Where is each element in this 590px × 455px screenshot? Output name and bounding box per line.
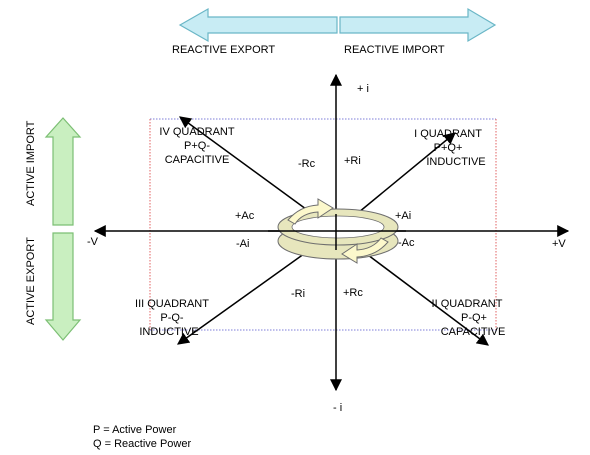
- label-minus-ri: -Ri: [291, 288, 305, 300]
- quadrant-ii-label: II QUADRANT P-Q+ CAPACITIVE: [432, 298, 506, 338]
- active-import-arrow: [44, 117, 82, 226]
- svg-text:P-Q+: P-Q+: [461, 312, 487, 324]
- label-plus-ri: +Ri: [344, 155, 361, 167]
- reactive-import-arrow: [339, 7, 497, 43]
- axis-label-pos-i: + i: [357, 83, 369, 95]
- axis-label-pos-v: +V: [552, 238, 566, 250]
- label-plus-rc: +Rc: [343, 287, 363, 299]
- legend-reactive-power: Q = Reactive Power: [93, 438, 192, 450]
- ring-arrow-upper-icon: [287, 198, 334, 225]
- axis-label-neg-v: -V: [87, 236, 99, 248]
- svg-text:CAPACITIVE: CAPACITIVE: [441, 326, 506, 338]
- label-minus-rc: -Rc: [298, 158, 316, 170]
- svg-text:I QUADRANT: I QUADRANT: [414, 128, 482, 140]
- svg-text:IV QUADRANT: IV QUADRANT: [159, 126, 234, 138]
- label-plus-ai: +Ai: [395, 210, 411, 222]
- label-minus-ac: -Ac: [398, 237, 415, 249]
- svg-text:CAPACITIVE: CAPACITIVE: [165, 154, 230, 166]
- legend-active-power: P = Active Power: [93, 424, 177, 436]
- quadrant-i-label: I QUADRANT P+Q+ INDUCTIVE: [414, 128, 486, 168]
- active-import-label: ACTIVE IMPORT: [25, 120, 37, 206]
- active-export-arrow: [44, 232, 82, 341]
- svg-text:III QUADRANT: III QUADRANT: [135, 298, 209, 310]
- svg-text:P+Q+: P+Q+: [434, 142, 463, 154]
- svg-text:INDUCTIVE: INDUCTIVE: [139, 326, 198, 338]
- quadrant-iii-label: III QUADRANT P-Q- INDUCTIVE: [135, 298, 209, 338]
- reactive-import-label: REACTIVE IMPORT: [344, 44, 445, 56]
- label-minus-ai: -Ai: [236, 238, 249, 250]
- quadrant-iv-label: IV QUADRANT P+Q- CAPACITIVE: [159, 126, 234, 166]
- svg-text:II QUADRANT: II QUADRANT: [432, 298, 503, 310]
- svg-text:P-Q-: P-Q-: [160, 312, 184, 324]
- label-plus-ac: +Ac: [235, 210, 255, 222]
- quadrant-guide-lines: [149, 118, 497, 331]
- axis-label-neg-i: - i: [333, 402, 342, 414]
- svg-text:P+Q-: P+Q-: [184, 140, 210, 152]
- svg-text:INDUCTIVE: INDUCTIVE: [426, 156, 485, 168]
- ring-arrow-lower-icon: [341, 237, 389, 264]
- active-export-label: ACTIVE EXPORT: [25, 237, 37, 325]
- reactive-export-arrow: [178, 7, 338, 43]
- reactive-export-label: REACTIVE EXPORT: [172, 44, 275, 56]
- rotation-ring: [268, 208, 406, 260]
